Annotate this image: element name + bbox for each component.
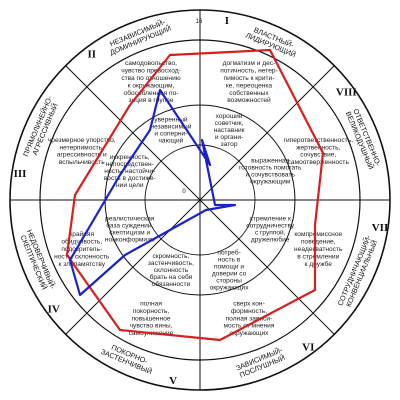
- octant-outer-description: гиперответственность,жертвенность,сочувс…: [284, 137, 353, 166]
- scale-center-label: 0: [182, 189, 186, 195]
- octant-numeral: II: [87, 49, 96, 61]
- octant-outer-description: чрезмерное упорство,нетерпимость,агресси…: [48, 137, 116, 166]
- scale-outer-label: 16: [196, 19, 203, 25]
- octant-numeral: VIII: [336, 87, 357, 99]
- octant-outer-description: сверх кон-формность,полная зависи-мость …: [224, 300, 275, 337]
- octant-divider: [65, 65, 335, 335]
- octant-numeral: III: [14, 168, 27, 180]
- profile-line-2: [68, 88, 237, 297]
- octant-dividers: [10, 10, 390, 390]
- octant-outer-description: догматизм и дес-потичность, нетер-пимост…: [220, 60, 278, 104]
- octant-numeral: VII: [372, 222, 389, 234]
- octant-inner-description: искренность,непосредствен-ность, настойч…: [104, 154, 156, 189]
- profile-line-1: [65, 48, 325, 342]
- octant-numeral: I: [225, 15, 229, 27]
- octant-numeral: VI: [302, 341, 314, 353]
- octant-numeral: IV: [48, 303, 60, 315]
- profile-lines: [65, 48, 325, 342]
- octant-numeral: V: [169, 375, 177, 387]
- octant-outer-description: самодовольство,чувство превосход-ства по…: [121, 60, 181, 104]
